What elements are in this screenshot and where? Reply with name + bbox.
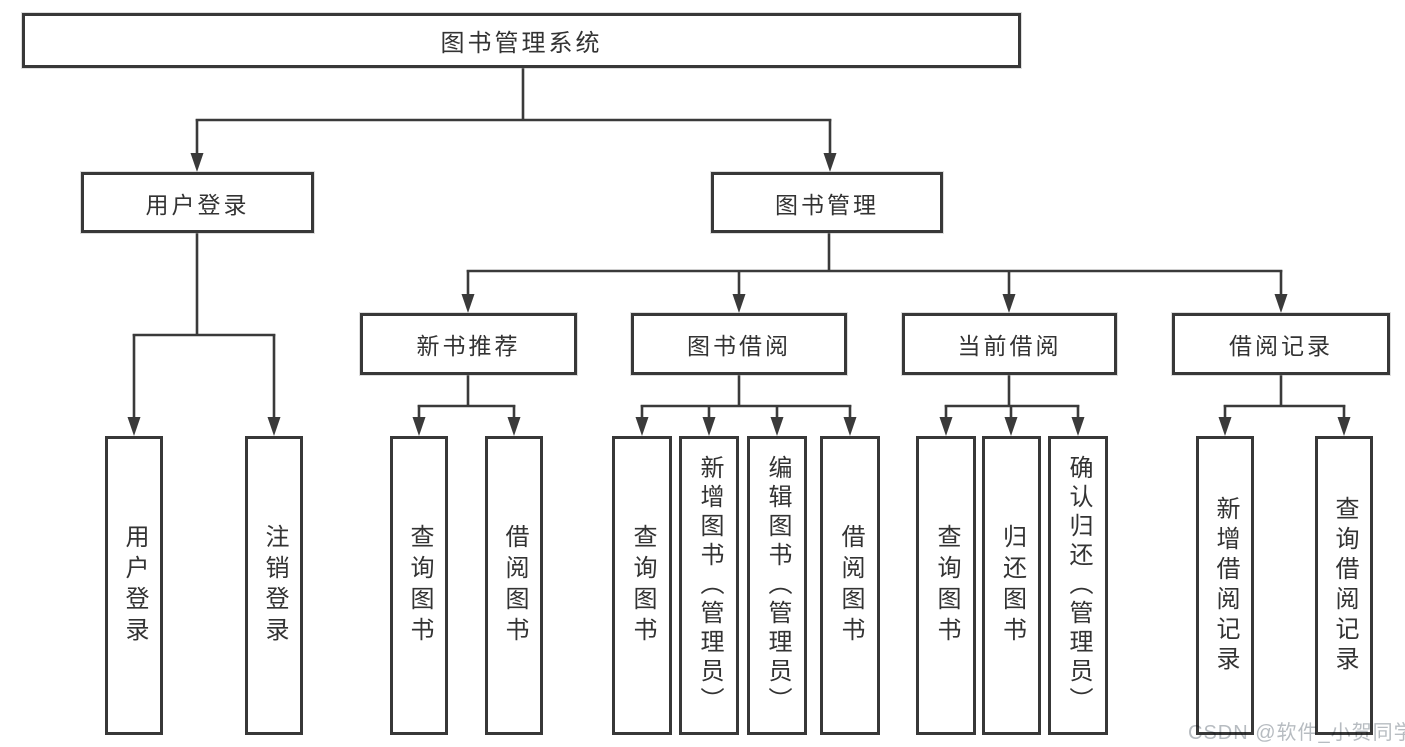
node-label: 图书管理系统	[440, 30, 603, 57]
leaf-add-borrow-record: 新增借阅记录	[1196, 436, 1254, 735]
node-label: 新书推荐	[416, 333, 521, 359]
leaf-query-books-borrow: 查询图书	[612, 436, 672, 735]
leaf-confirm-return-admin: 确认归还（管理员）	[1048, 436, 1108, 735]
node-user-login: 用户登录	[81, 172, 314, 233]
leaf-query-borrow-record: 查询借阅记录	[1315, 436, 1373, 735]
leaf-user-login: 用户登录	[105, 436, 163, 735]
node-label: 当前借阅	[957, 333, 1062, 359]
leaf-add-books-admin: 新增图书（管理员）	[679, 436, 739, 735]
node-label: 用户登录	[145, 191, 250, 218]
node-label: 借阅记录	[1229, 333, 1333, 359]
leaf-logout: 注销登录	[245, 436, 303, 735]
node-book-management: 图书管理	[711, 172, 943, 233]
node-book-borrowing: 图书借阅	[631, 313, 847, 375]
leaf-return-books: 归还图书	[982, 436, 1041, 735]
leaf-edit-books-admin: 编辑图书（管理员）	[747, 436, 807, 735]
node-library-management-system: 图书管理系统	[22, 13, 1021, 68]
node-new-book-recommendation: 新书推荐	[360, 313, 577, 375]
leaf-query-books-current: 查询图书	[916, 436, 976, 735]
node-label: 图书管理	[775, 191, 879, 218]
node-label: 图书借阅	[687, 333, 791, 359]
csdn-watermark: CSDN @软件_小贺同学	[1188, 722, 1405, 744]
node-current-borrowing: 当前借阅	[902, 313, 1117, 375]
node-borrowing-records: 借阅记录	[1172, 313, 1390, 375]
leaf-query-books-recommend: 查询图书	[390, 436, 448, 735]
leaf-borrow-books: 借阅图书	[820, 436, 880, 735]
leaf-borrow-books-recommend: 借阅图书	[485, 436, 543, 735]
